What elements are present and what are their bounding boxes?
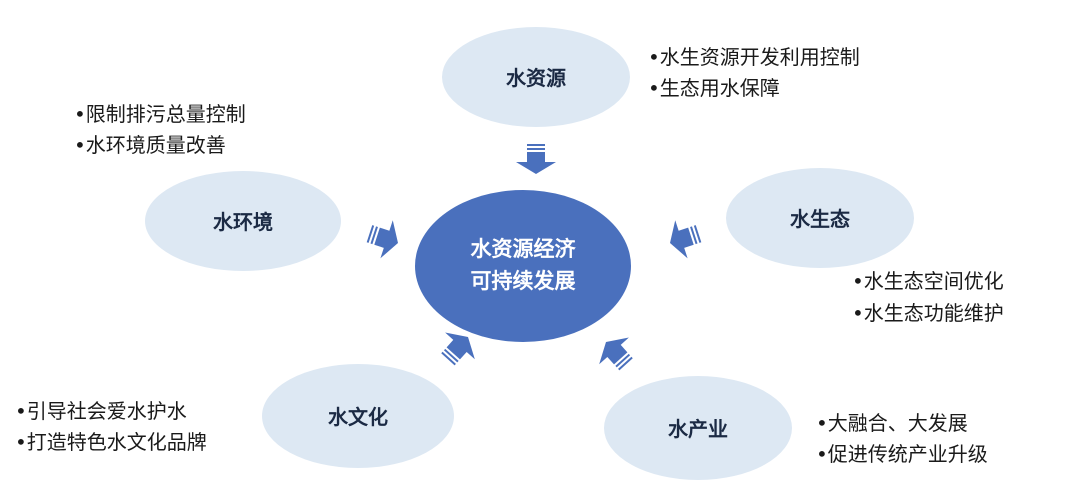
water-environment-bullet-1: •限制排污总量控制 [74, 102, 246, 126]
node-water-industry-label: 水产业 [668, 417, 728, 441]
node-water-resources [442, 27, 630, 127]
node-water-culture-label: 水文化 [328, 405, 388, 429]
water-industry-bullet-2: •促进传统产业升级 [816, 442, 988, 466]
arrow-down-icon [516, 144, 556, 174]
center-ellipse [415, 190, 631, 342]
water-ecology-bullet-2: •水生态功能维护 [852, 301, 1004, 325]
water-industry-bullet-1: •大融合、大发展 [816, 411, 968, 435]
water-resources-bullet-1: •水生资源开发利用控制 [648, 45, 860, 69]
water-resources-bullet-2: •生态用水保障 [648, 76, 780, 100]
node-water-environment-label: 水环境 [213, 210, 273, 234]
water-ecology-bullet-1: •水生态空间优化 [852, 269, 1004, 293]
water-culture-bullet-2: •打造特色水文化品牌 [15, 430, 207, 454]
water-culture-bullet-1: •引导社会爱水护水 [15, 399, 187, 423]
node-water-environment [145, 171, 341, 271]
center-title-line2: 可持续发展 [471, 269, 576, 293]
node-water-ecology [726, 168, 914, 268]
water-environment-bullet-2: •水环境质量改善 [74, 133, 226, 157]
node-water-resources-label: 水资源 [506, 66, 566, 90]
center-title-line1: 水资源经济 [471, 237, 577, 261]
node-water-culture [262, 364, 454, 468]
arrow-left-icon [663, 214, 705, 263]
arrow-right-icon [363, 214, 405, 263]
node-water-industry [604, 376, 792, 480]
node-water-ecology-label: 水生态 [790, 207, 850, 231]
arrow-up-left-icon [591, 328, 641, 378]
